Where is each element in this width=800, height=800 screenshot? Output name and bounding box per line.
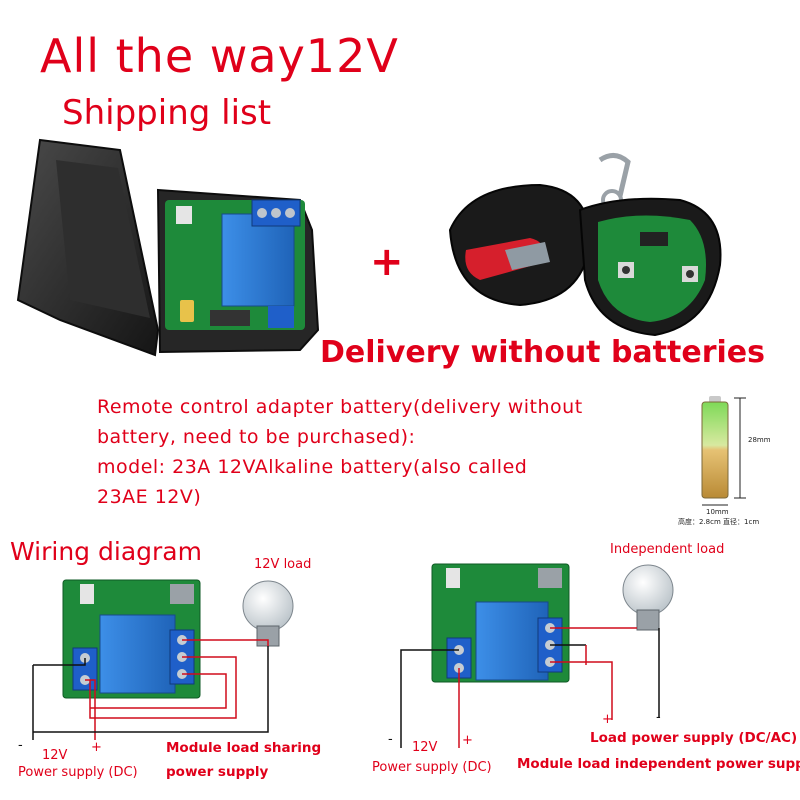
shipping-list-heading: Shipping list	[62, 93, 272, 133]
remote-control	[448, 153, 722, 337]
right-voltage-label: 12V	[412, 740, 438, 755]
battery-info-line: 23AE 12V)	[97, 486, 202, 508]
left-mode-label-line2: power supply	[166, 764, 269, 780]
wiring-diagram-independent	[400, 563, 674, 748]
right-mode-label: Module load independent power supply	[517, 756, 800, 772]
left-load-label: 12V load	[254, 557, 312, 572]
battery-info-text: Remote control adapter battery(delivery …	[97, 392, 677, 512]
plus-sign: +	[370, 239, 404, 285]
battery-caption: 高度：2.8cm 直径：1cm	[678, 518, 760, 526]
battery-width-label: 10mm	[706, 508, 729, 516]
battery-height-label: 28mm	[748, 436, 771, 444]
left-minus-label: -	[18, 738, 23, 753]
load-power-supply-label: Load power supply (DC/AC)	[590, 730, 798, 746]
battery-info-line: battery, need to be purchased):	[97, 426, 416, 448]
wiring-diagram-shared	[32, 579, 294, 740]
load-plus-label: +	[602, 712, 613, 727]
battery-info-line: Remote control adapter battery(delivery …	[97, 396, 583, 418]
load-minus-label: -	[656, 710, 661, 725]
receiver-module-with-case	[16, 138, 320, 357]
wiring-diagram-title: Wiring diagram	[10, 537, 202, 566]
left-voltage-label: 12V	[42, 748, 68, 763]
left-mode-label-line1: Module load sharing	[166, 740, 322, 756]
right-plus-label: +	[462, 733, 473, 748]
page-title: All the way12V	[40, 29, 399, 83]
right-load-label: Independent load	[610, 542, 725, 557]
delivery-note: Delivery without batteries	[320, 335, 765, 370]
right-power-supply-label: Power supply (DC)	[372, 760, 492, 775]
battery-info-line: model: 23A 12VAlkaline battery(also call…	[97, 456, 528, 478]
left-plus-label: +	[91, 740, 102, 755]
right-minus-label: -	[388, 732, 393, 747]
left-power-supply-label: Power supply (DC)	[18, 765, 138, 780]
battery-image	[701, 396, 746, 506]
